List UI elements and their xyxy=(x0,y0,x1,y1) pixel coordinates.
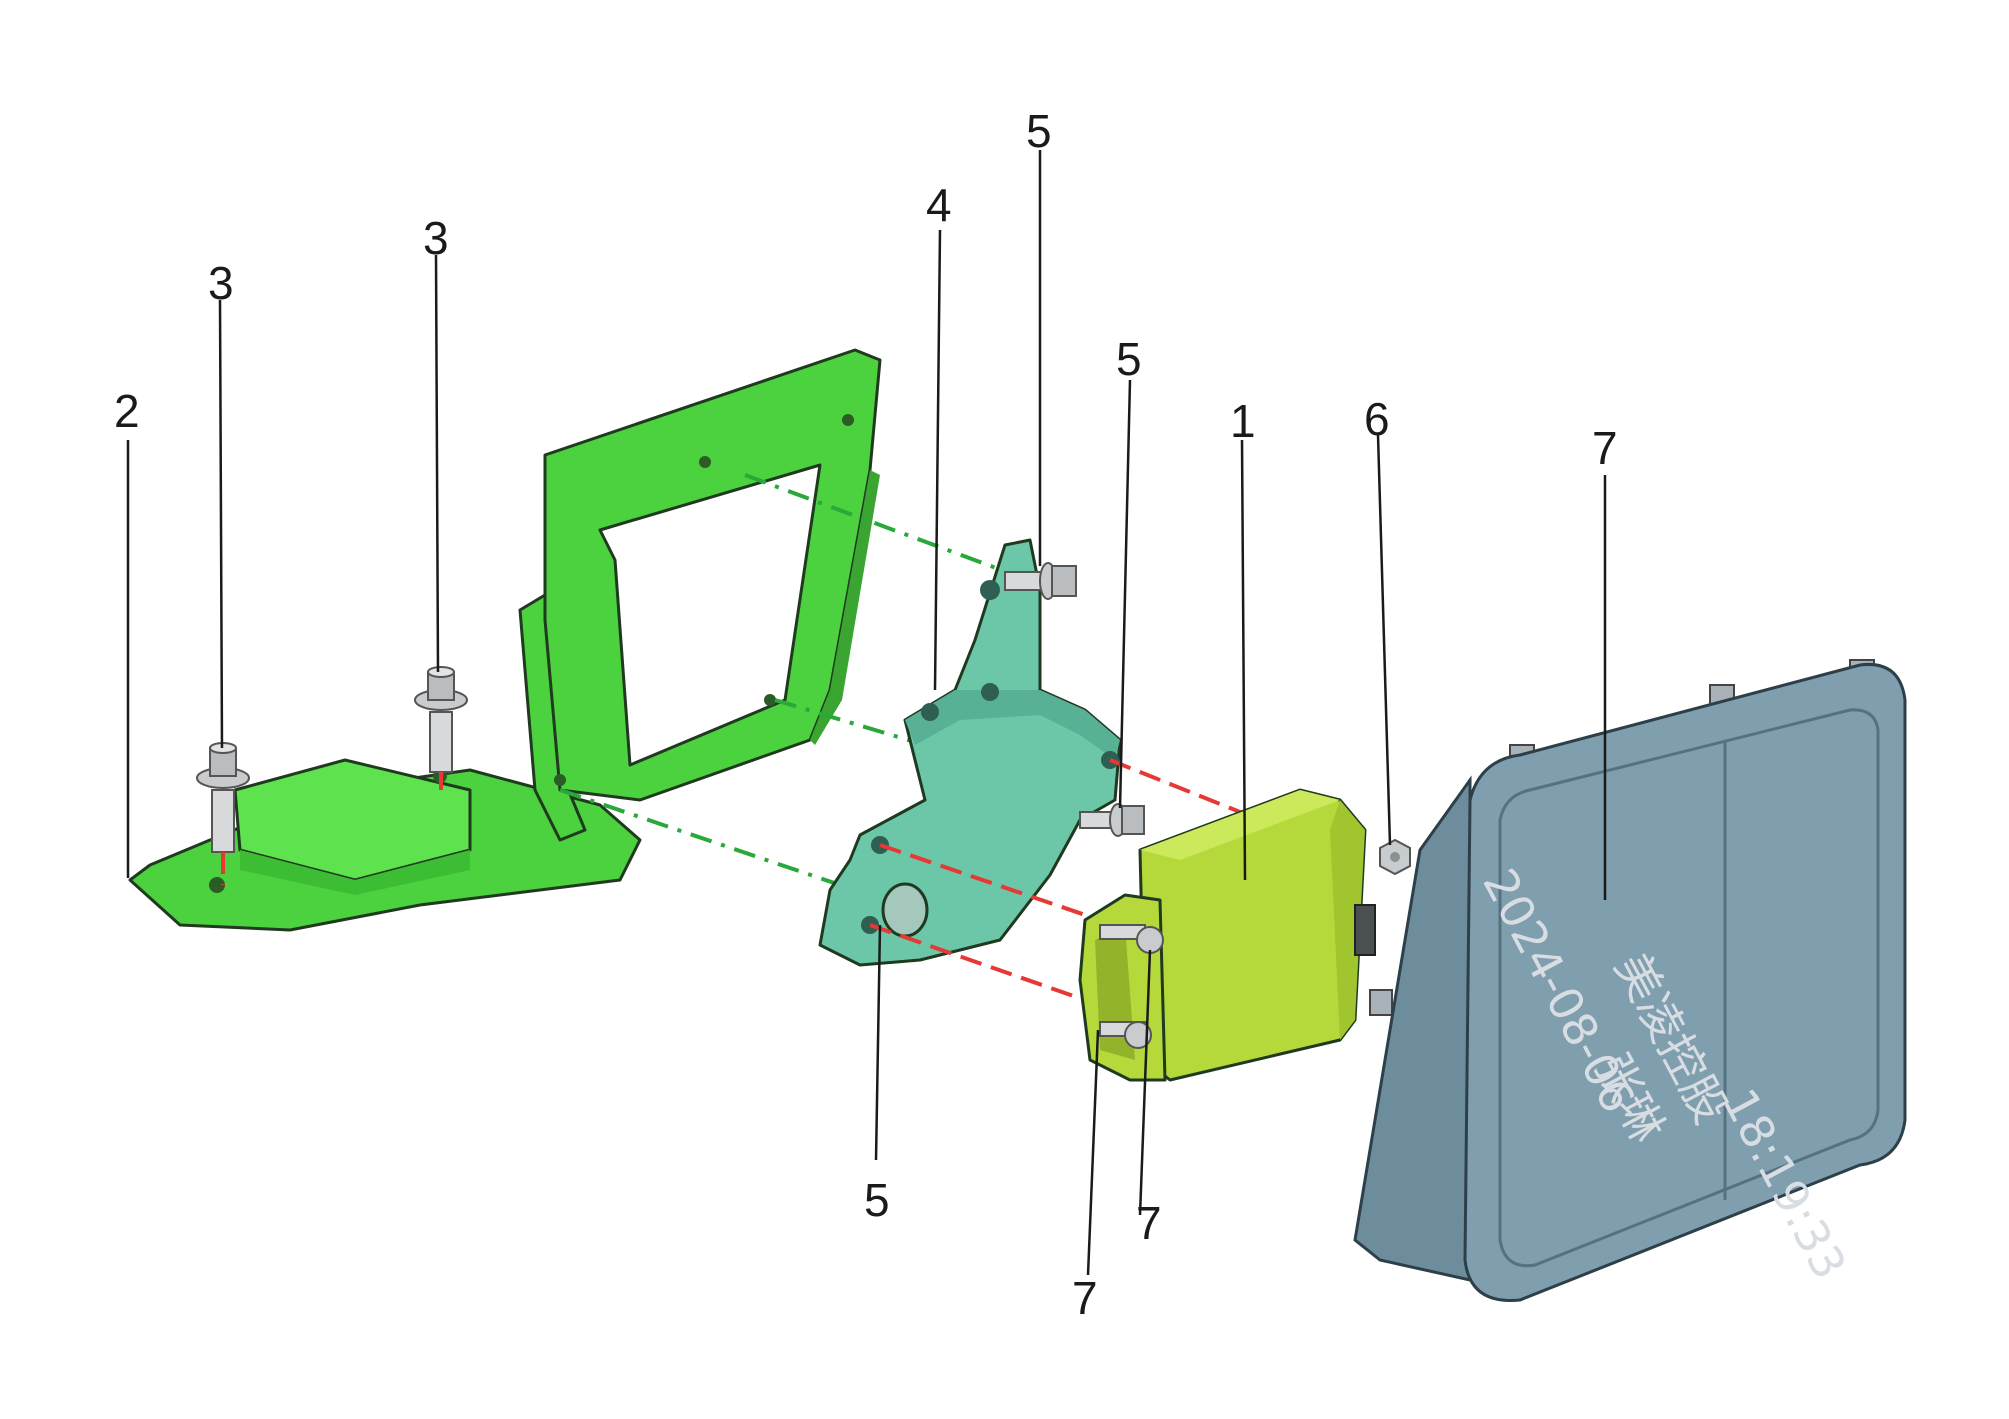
guide-green-mid xyxy=(774,698,926,747)
callout-4: 4 xyxy=(926,179,952,231)
callout-6: 6 xyxy=(1364,393,1390,445)
part-3-bolt-left xyxy=(196,742,250,853)
callout-5-bottom: 5 xyxy=(864,1174,890,1226)
guide-red-3 xyxy=(869,923,1086,1002)
part-1-radar-module xyxy=(1078,788,1376,1082)
callout-1: 1 xyxy=(1230,395,1256,447)
callout-7-stud-left: 7 xyxy=(1072,1272,1098,1324)
callout-7-cover: 7 xyxy=(1592,422,1618,474)
part-4-mount-plate xyxy=(818,538,1122,967)
part-6-nut xyxy=(1379,838,1411,876)
callout-3-left: 3 xyxy=(208,257,234,309)
callout-5-top: 5 xyxy=(1026,105,1052,157)
part-7-cover xyxy=(1353,659,1907,1302)
callout-2: 2 xyxy=(114,385,140,437)
part-3-bolt-right xyxy=(414,666,468,773)
callout-5-mid: 5 xyxy=(1116,333,1142,385)
callout-3-right: 3 xyxy=(423,212,449,264)
part-2-green-bracket xyxy=(128,348,882,932)
guide-red-1 xyxy=(1109,758,1261,822)
guide-red-2 xyxy=(879,843,1101,922)
guide-green-top xyxy=(744,473,1016,577)
guide-green-low xyxy=(559,788,856,892)
leader-lines xyxy=(126,150,1607,1276)
callout-7-stud-right: 7 xyxy=(1136,1197,1162,1249)
part-5-bolt-mid xyxy=(1079,803,1145,837)
part-5-bolt-top xyxy=(1004,562,1077,600)
